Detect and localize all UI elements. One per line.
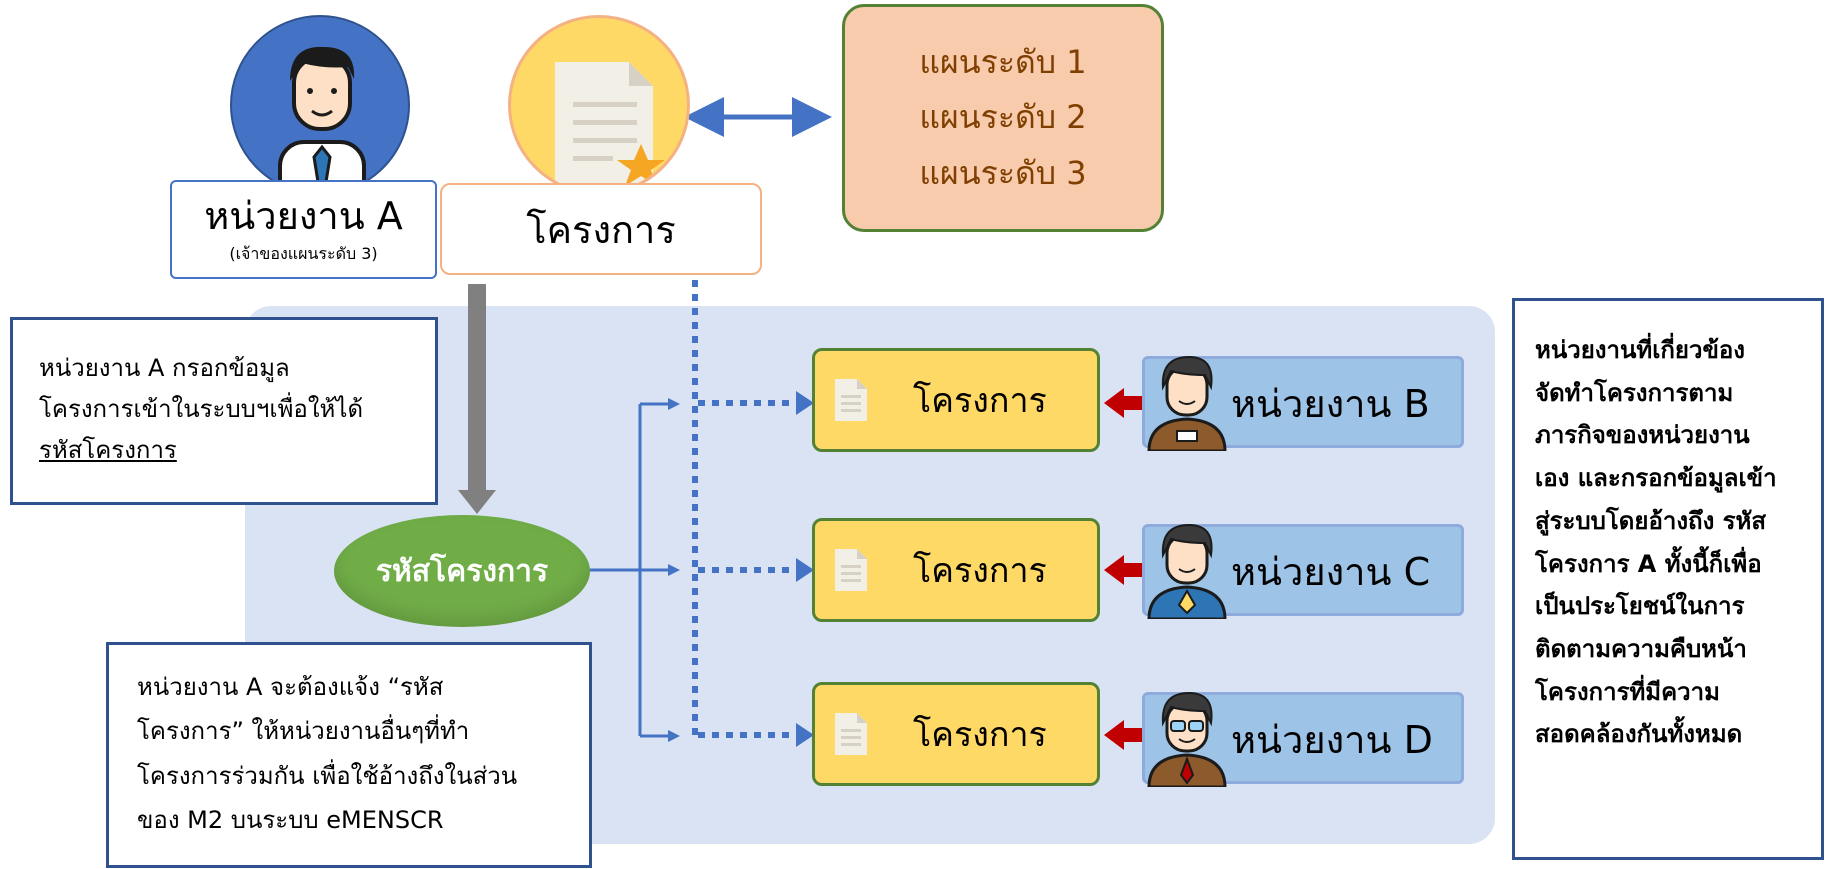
note-related-line: ติดตามความคืบหน้า [1535,635,1747,664]
note-notify-line: โครงการ” ให้หน่วยงานอื่นๆที่ทำ [137,717,470,746]
note-related-line: สอดคล้องกันทั้งหมด [1535,720,1743,749]
plan-level-3: แผนระดับ 3 [919,153,1087,192]
project-box-c: โครงการ [812,518,1100,622]
note-related-line: ภารกิจของหน่วยงาน [1535,421,1750,450]
document-icon [835,713,867,755]
businessman-icon [278,46,366,193]
unit-a-box: หน่วยงาน A (เจ้าของแผนระดับ 3) [170,180,437,279]
project-top-label: โครงการ [526,207,676,252]
person-icon [1147,523,1227,619]
note-unit-a-line3: รหัสโครงการ [39,435,177,464]
note-unit-a-line1: หน่วยงาน A กรอกข้อมูล [39,354,290,382]
unit-label-c: หน่วยงาน C [1231,550,1431,594]
red-arrow-d [1104,720,1144,750]
note-related-line: สู่ระบบโดยอ้างถึง รหัส [1535,506,1767,535]
note-notify-line: โครงการร่วมกัน เพื่อใช้อ้างถึงในส่วน [137,761,518,790]
plan-level-2: แผนระดับ 2 [919,98,1087,137]
note-notify-line: ของ M2 บนระบบ eMENSCR [137,806,444,835]
project-code-ellipse: รหัสโครงการ [334,515,590,627]
project-label-c: โครงการ [913,551,1047,591]
note-related-line: เอง และกรอกข้อมูลเข้า [1535,464,1777,493]
unit-a-title: หน่วยงาน A [204,194,403,238]
project-label-d: โครงการ [913,715,1047,755]
note-notify-line: หน่วยงาน A จะต้องแจ้ง “รหัส [137,673,444,701]
project-label-b: โครงการ [913,381,1047,421]
red-arrow-b [1104,388,1144,418]
project-document-circle [508,15,690,195]
note-related-line: โครงการที่มีความ [1535,677,1720,706]
note-related-line: จัดทำโครงการตาม [1535,378,1734,407]
person-icon [1147,691,1227,787]
note-notify: หน่วยงาน A จะต้องแจ้ง “รหัส โครงการ” ให้… [106,642,592,868]
certificate-document-icon [555,62,665,192]
project-top-box: โครงการ [440,183,762,275]
project-box-b: โครงการ [812,348,1100,452]
note-unit-a: หน่วยงาน A กรอกข้อมูล โครงการเข้าในระบบฯ… [10,317,438,505]
note-related-line: โครงการ A ทั้งนี้ก็เพื่อ [1535,549,1762,578]
unit-box-b: หน่วยงาน B [1142,355,1464,451]
unit-label-b: หน่วยงาน B [1231,382,1430,426]
grey-down-arrow [458,284,496,514]
avatar-circle [230,15,410,195]
plans-box: แผนระดับ 1 แผนระดับ 2 แผนระดับ 3 [842,4,1164,232]
document-icon [835,379,867,421]
unit-a-subtitle: (เจ้าของแผนระดับ 3) [229,243,378,263]
note-related-line: เป็นประโยชน์ในการ [1535,592,1745,621]
unit-box-d: หน่วยงาน D [1142,691,1464,787]
unit-label-d: หน่วยงาน D [1231,718,1433,762]
project-code-label: รหัสโครงการ [375,553,549,589]
note-related-line: หน่วยงานที่เกี่ยวข้อง [1535,336,1745,364]
note-related-units: หน่วยงานที่เกี่ยวข้อง จัดทำโครงการตาม ภา… [1512,298,1824,860]
project-box-d: โครงการ [812,682,1100,786]
unit-box-c: หน่วยงาน C [1142,523,1464,619]
red-arrow-c [1104,555,1144,585]
note-unit-a-line2: โครงการเข้าในระบบฯเพื่อให้ได้ [39,394,364,423]
document-icon [835,549,867,591]
plan-level-1: แผนระดับ 1 [919,43,1087,82]
person-icon [1147,355,1227,451]
